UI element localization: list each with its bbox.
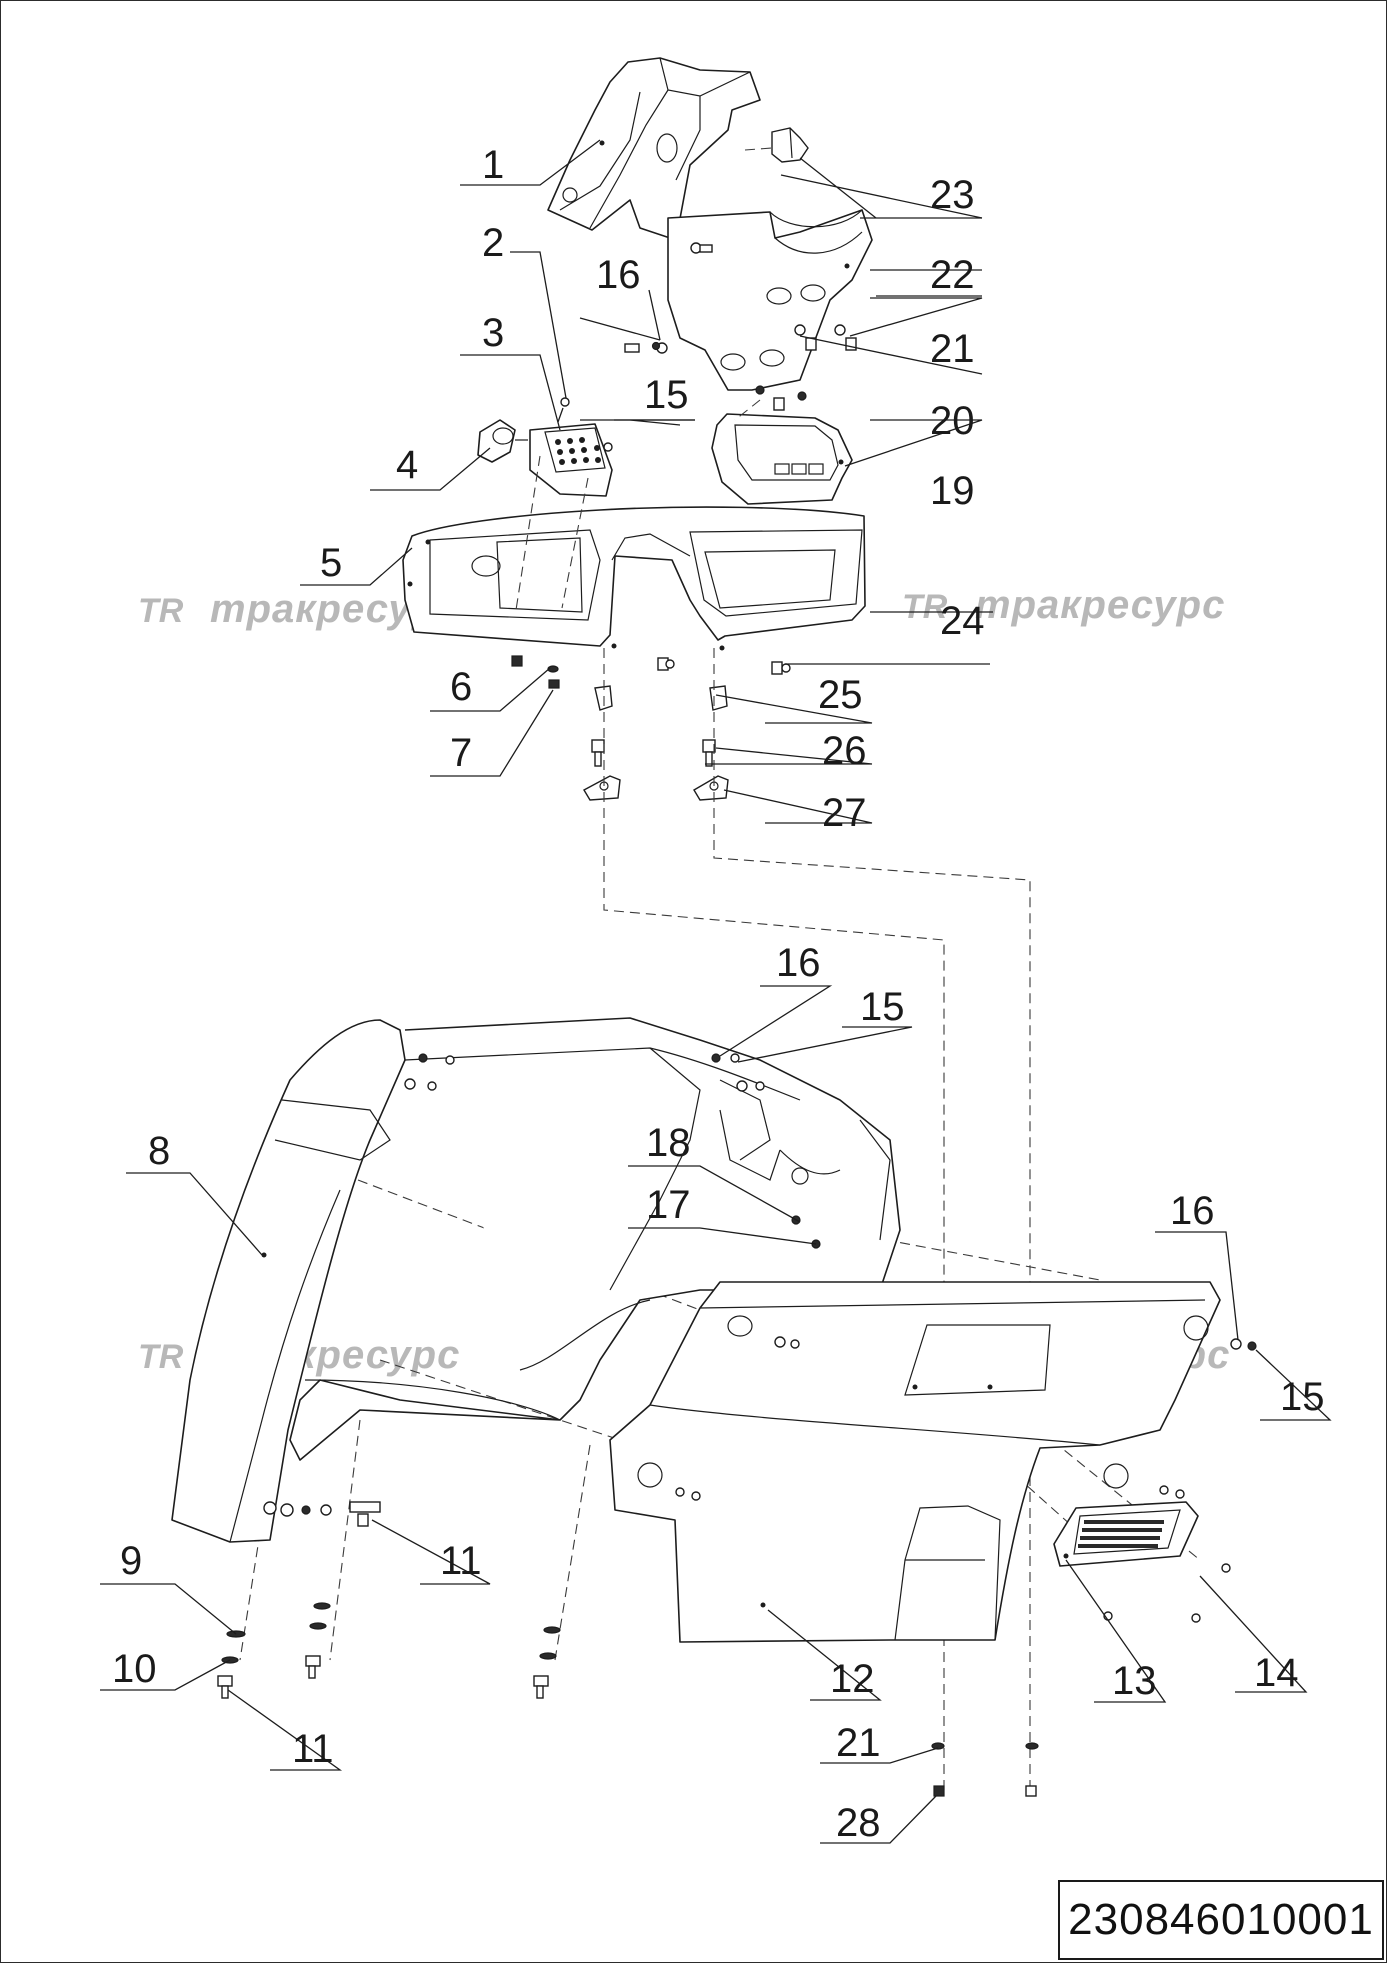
svg-text:TR: TR	[902, 588, 948, 626]
callout-26: 26	[822, 729, 867, 773]
callout-17: 17	[646, 1183, 691, 1227]
callout-15-mid: 15	[860, 985, 905, 1029]
callout-27: 27	[822, 791, 867, 835]
part-4-key-switch	[477, 419, 528, 463]
svg-text:TR: TR	[138, 1338, 184, 1376]
callout-15-right: 15	[1280, 1375, 1325, 1419]
callout-13: 13	[1112, 1659, 1157, 1703]
document-number-box: 230846010001	[1058, 1880, 1384, 1960]
callout-14: 14	[1254, 1651, 1299, 1695]
callout-28: 28	[836, 1801, 881, 1845]
part-23-switch	[744, 127, 809, 163]
callout-10: 10	[112, 1647, 157, 1691]
callout-19: 19	[930, 469, 975, 513]
hardware-panel-fasteners	[511, 655, 791, 801]
part-8-left-fender	[171, 1019, 406, 1543]
svg-text:тракресурс: тракресурс	[975, 583, 1225, 627]
callout-8: 8	[148, 1129, 170, 1173]
callout-6: 6	[450, 665, 472, 709]
callout-21-bottom: 21	[836, 1721, 881, 1765]
watermark-right-top: TR тракресурс	[902, 583, 1225, 627]
callout-11-lower: 11	[292, 1727, 334, 1771]
callout-21-top: 21	[930, 327, 975, 371]
callout-9: 9	[120, 1539, 142, 1583]
callout-12: 12	[830, 1657, 875, 1701]
callout-16-top: 16	[596, 253, 641, 297]
callout-15-top: 15	[644, 373, 689, 417]
callout-3: 3	[482, 311, 504, 355]
callout-24: 24	[940, 599, 985, 643]
callout-11-upper: 11	[440, 1539, 482, 1583]
part-12-front-panel	[609, 1281, 1221, 1643]
callout-4: 4	[396, 443, 418, 487]
svg-text:TR: TR	[138, 592, 184, 630]
part-5-dash-panel	[402, 506, 866, 651]
hardware-screws-top	[624, 242, 857, 411]
callout-7: 7	[450, 731, 472, 775]
callout-25: 25	[818, 673, 863, 717]
part-22-lower-cover	[667, 209, 873, 391]
part-13-step-grille	[1053, 1501, 1199, 1567]
callout-2: 2	[482, 221, 504, 265]
callout-numbers: 1 2 3 4 5 6 7 8 9 10 11 11 12 13 14 15 1…	[112, 143, 1325, 1845]
part-19-display	[711, 413, 853, 505]
callout-18: 18	[646, 1121, 691, 1165]
callout-5: 5	[320, 541, 342, 585]
callout-16-right: 16	[1170, 1189, 1215, 1233]
callout-20: 20	[930, 399, 975, 443]
callout-1: 1	[482, 143, 504, 187]
callout-23: 23	[930, 173, 975, 217]
leader-lines	[100, 139, 1332, 1844]
callout-22: 22	[930, 253, 975, 297]
document-number: 230846010001	[1068, 1895, 1374, 1944]
part-3-keypad	[529, 397, 613, 497]
part-1-upper-cover	[547, 57, 761, 241]
callout-16-mid: 16	[776, 941, 821, 985]
